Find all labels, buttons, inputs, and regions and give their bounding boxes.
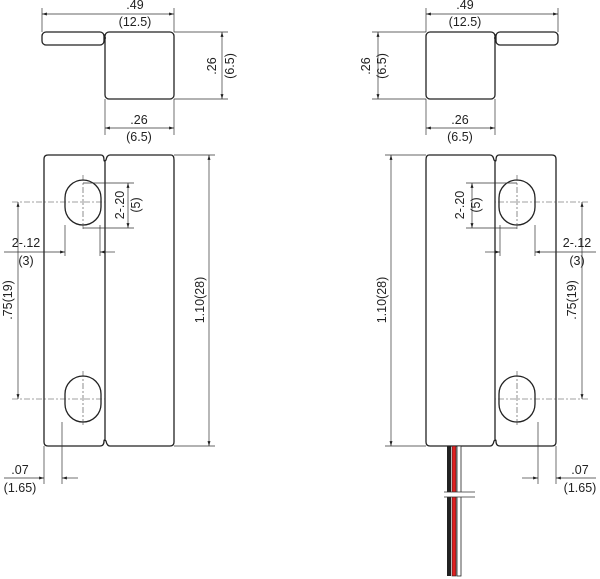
- right-length: 1.10(28): [375, 277, 389, 324]
- left-slot-length-mm: (3): [18, 254, 33, 268]
- right-top-depth-in: .26: [451, 113, 468, 127]
- right-top-depth-mm: (6.5): [447, 130, 473, 144]
- left-slot-width-mm: (5): [129, 197, 143, 212]
- left-top-height-mm: (6.5): [223, 53, 237, 79]
- right-offset-in: .07: [571, 463, 588, 477]
- right-top-width-in: .49: [456, 0, 473, 12]
- left-offset-mm: (1.65): [4, 481, 37, 495]
- left-length: 1.10(28): [193, 277, 207, 324]
- left-top-width-in: .49: [126, 0, 143, 12]
- left-top-height-in: .26: [205, 57, 219, 74]
- left-view: .49 (12.5) .26 (6.5) .26 (6.5) 2-.20 (5)…: [1, 0, 237, 495]
- left-slot-width: 2-.20: [113, 191, 127, 220]
- right-view: .49 (12.5) .26 (6.5) .26 (6.5) 2-.20 (5)…: [359, 0, 597, 577]
- right-offset-mm: (1.65): [564, 481, 597, 495]
- left-offset-in: .07: [11, 463, 28, 477]
- right-hole-spacing: .75(19): [565, 280, 579, 320]
- right-slot-length-mm: (3): [569, 254, 584, 268]
- left-top-width-mm: (12.5): [119, 15, 152, 29]
- left-hole-spacing: .75(19): [1, 280, 15, 320]
- right-top-width-mm: (12.5): [449, 15, 482, 29]
- right-top-height-mm: (6.5): [375, 53, 389, 79]
- right-slot-width-mm: (5): [469, 197, 483, 212]
- wires: [444, 445, 475, 577]
- left-slot-length: 2-.12: [12, 236, 41, 250]
- left-top-depth-mm: (6.5): [126, 130, 152, 144]
- right-slot-width: 2-.20: [453, 191, 467, 220]
- left-top-depth-in: .26: [130, 113, 147, 127]
- right-top-height-in: .26: [359, 57, 373, 74]
- right-slot-length: 2-.12: [563, 236, 592, 250]
